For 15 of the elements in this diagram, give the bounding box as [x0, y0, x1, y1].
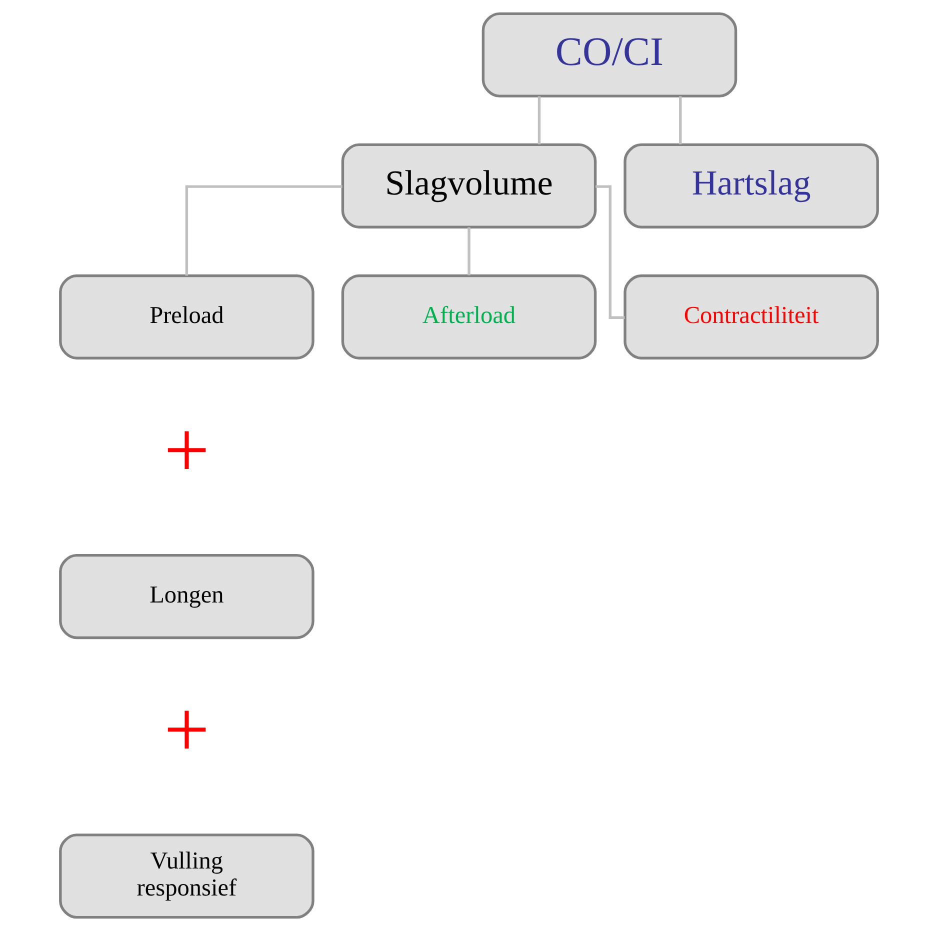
connector	[538, 96, 541, 144]
node-box: Afterload	[341, 274, 597, 360]
node-box: Longen	[59, 554, 314, 640]
node-box: CO/CI	[482, 12, 738, 98]
node-box: Vulling responsief	[59, 834, 314, 919]
node-box: Preload	[59, 274, 314, 360]
label: +	[164, 684, 210, 775]
connector	[679, 96, 682, 144]
connector	[468, 227, 470, 276]
node-box: Contractiliteit	[624, 274, 879, 360]
label: +	[164, 404, 210, 495]
connector	[596, 185, 625, 319]
connector	[185, 185, 342, 276]
node-box: Slagvolume	[341, 143, 597, 228]
node-box: Hartslag	[624, 143, 879, 228]
